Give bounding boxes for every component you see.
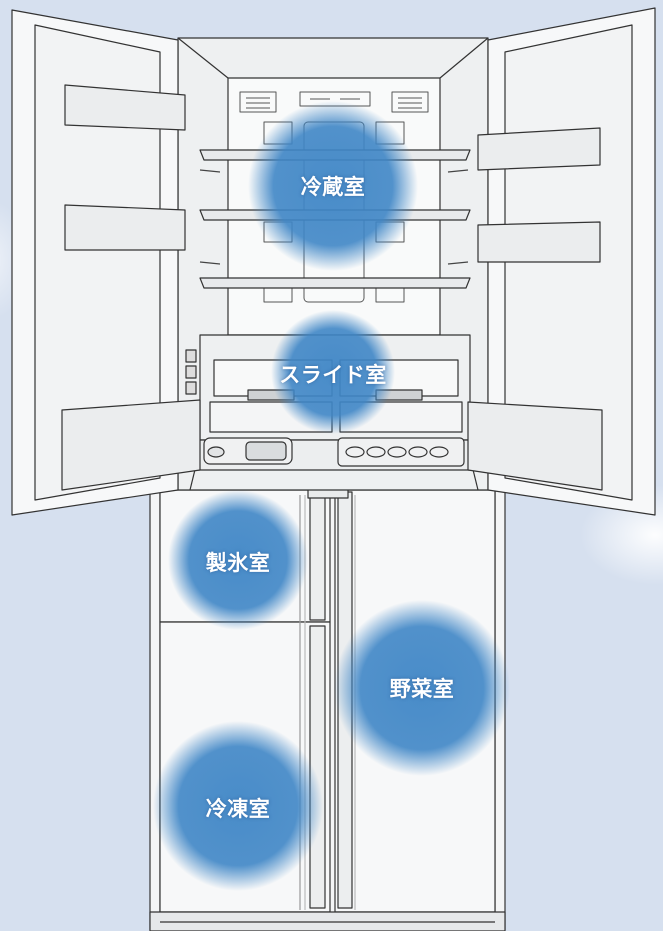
zones [153, 101, 510, 891]
water-tank-lid [245, 441, 287, 461]
zone-refrigerator [248, 101, 418, 271]
zone-vegetable [334, 600, 510, 776]
left-door-pocket-2 [64, 204, 186, 251]
perspective-line-tr [439, 37, 489, 79]
label-slide: スライド室 [279, 363, 387, 387]
left-door-inner [34, 24, 161, 501]
right-door-pocket-2 [477, 221, 601, 263]
zone-slide [271, 310, 395, 434]
left-door-pocket-1 [64, 84, 186, 131]
perspective-line-tl [177, 37, 229, 79]
label-vegetable: 野菜室 [389, 677, 455, 701]
label-refrigerator: 冷蔵室 [300, 175, 366, 199]
egg-holder [337, 437, 465, 467]
right-door-pocket-1 [477, 127, 601, 171]
label-freezer: 冷凍室 [205, 797, 271, 821]
label-ice: 製氷室 [205, 551, 271, 575]
shelf-brackets [199, 169, 469, 265]
right-door-pocket-3 [467, 401, 603, 491]
zone-freezer [153, 721, 323, 891]
ice-door-handle [309, 491, 326, 621]
egg-slots [345, 446, 449, 458]
zone-ice [168, 490, 308, 630]
side-buttons [185, 349, 197, 395]
left-door-pocket-3 [61, 399, 201, 491]
water-tank-cap [207, 446, 225, 458]
shelf-3 [199, 277, 471, 289]
